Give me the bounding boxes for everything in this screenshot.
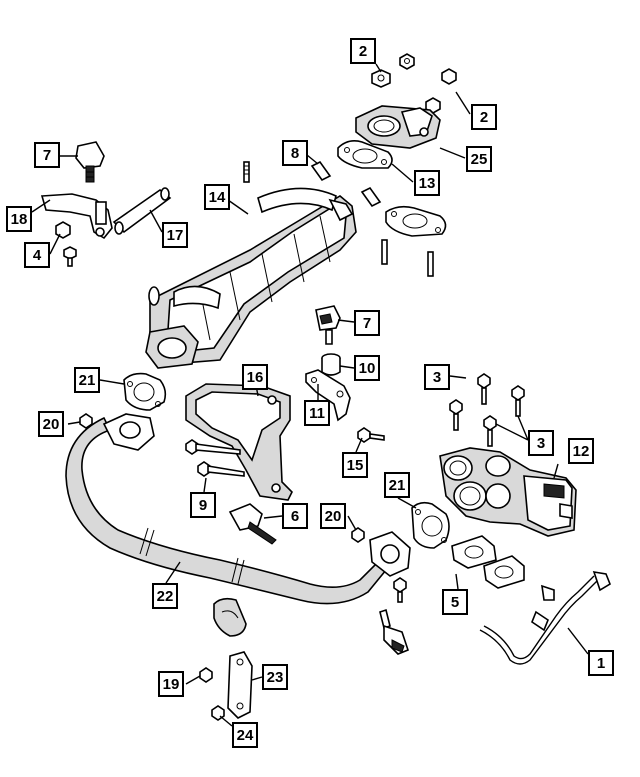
callout-3-right: 3 — [528, 430, 554, 456]
stud-top-left — [243, 161, 250, 183]
callout-3-top: 3 — [424, 364, 450, 390]
callout-18: 18 — [6, 206, 32, 232]
clamp-part-22 — [213, 597, 247, 637]
callout-14: 14 — [204, 184, 230, 210]
bolt-lower-mid — [393, 577, 407, 603]
callout-15: 15 — [342, 452, 368, 478]
callout-24: 24 — [232, 722, 258, 748]
callout-20-right: 20 — [320, 503, 346, 529]
sensor-part-7-top — [75, 141, 105, 183]
callout-22: 22 — [152, 583, 178, 609]
bracket-part-11 — [305, 369, 351, 422]
nut-part-4 — [55, 221, 71, 239]
callout-7-middle: 7 — [354, 310, 380, 336]
callout-7-top: 7 — [34, 142, 60, 168]
leader-lines — [31, 63, 589, 727]
callout-25: 25 — [466, 146, 492, 172]
nut-part-2-top — [399, 53, 415, 70]
callout-4: 4 — [24, 242, 50, 268]
egr-tube-part-22 — [65, 413, 411, 605]
gasket-part-21-right — [411, 501, 450, 549]
studs-right — [381, 239, 434, 277]
temperature-sensor-lower — [379, 608, 409, 655]
sleeve-part-10 — [321, 353, 341, 376]
sensor-part-7-middle — [315, 305, 341, 345]
bolts-part-9 — [185, 439, 245, 477]
gasket-right — [385, 205, 447, 237]
bolt-part-19 — [199, 667, 213, 683]
sensor-with-wire-part-1 — [479, 570, 611, 665]
callout-19: 19 — [158, 671, 184, 697]
outlet-flange-part-25 — [355, 105, 441, 149]
heat-shield-tube-part-17 — [112, 187, 172, 235]
callout-2-right: 2 — [471, 104, 497, 130]
callout-11: 11 — [304, 400, 330, 426]
callout-12: 12 — [568, 438, 594, 464]
callout-21-left: 21 — [74, 367, 100, 393]
nut-part-20-right — [351, 527, 365, 543]
strap-part-23 — [227, 651, 253, 719]
callout-2-top: 2 — [350, 38, 376, 64]
callout-17: 17 — [162, 222, 188, 248]
egr-valve-part-12 — [439, 447, 577, 537]
callout-21-right: 21 — [384, 472, 410, 498]
gasket-part-13 — [337, 140, 393, 169]
callout-16: 16 — [242, 364, 268, 390]
callout-13: 13 — [414, 170, 440, 196]
bolt-part-15 — [357, 427, 385, 443]
callout-1: 1 — [588, 650, 614, 676]
dowel-pin-part-8 — [310, 160, 332, 182]
callout-9: 9 — [190, 492, 216, 518]
support-bracket-part-16 — [185, 383, 293, 501]
nut-part-2-left — [371, 69, 391, 88]
gaskets-part-5 — [451, 535, 525, 589]
nut-part-2-right — [425, 68, 457, 114]
bolt-small-4 — [63, 246, 77, 267]
callout-20-left: 20 — [38, 411, 64, 437]
egr-cooler-part-14 — [145, 187, 357, 369]
callout-10: 10 — [354, 355, 380, 381]
gasket-part-21-left — [123, 372, 167, 411]
dowel-pin-lower — [360, 186, 382, 208]
bracket-part-18 — [40, 193, 113, 240]
callout-23: 23 — [262, 664, 288, 690]
bolts-part-3 — [449, 373, 525, 447]
callout-6: 6 — [282, 503, 308, 529]
sensor-part-6 — [228, 503, 277, 545]
callout-8: 8 — [282, 140, 308, 166]
callout-5: 5 — [442, 589, 468, 615]
